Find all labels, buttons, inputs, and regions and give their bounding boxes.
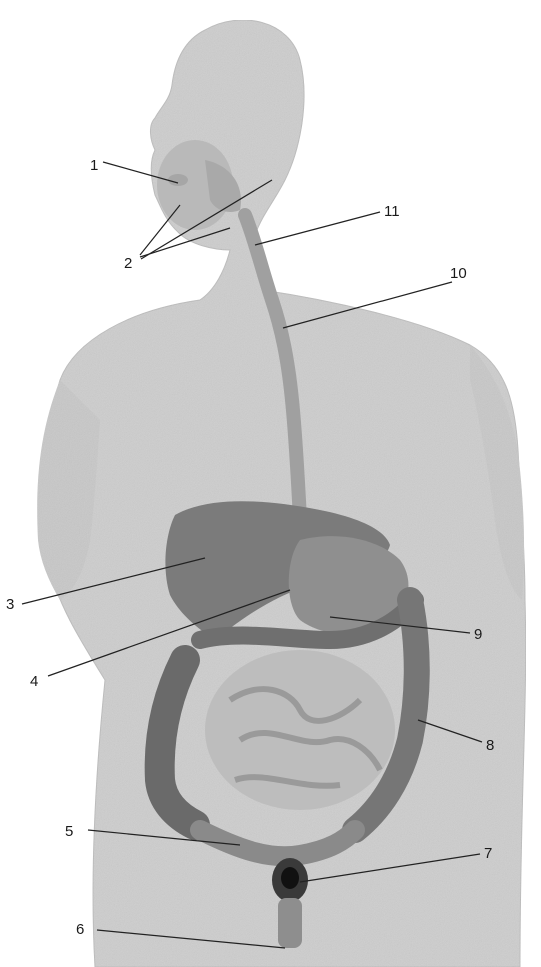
small-intestine — [205, 650, 395, 810]
label-8: 8 — [486, 737, 494, 754]
label-1: 1 — [90, 157, 98, 174]
label-3: 3 — [6, 596, 14, 613]
label-2: 2 — [124, 255, 132, 272]
label-11: 11 — [384, 203, 400, 220]
label-6: 6 — [76, 921, 84, 938]
label-9: 9 — [474, 626, 482, 643]
leader-11 — [255, 212, 380, 245]
label-5: 5 — [65, 823, 73, 840]
label-7: 7 — [484, 845, 492, 862]
label-10: 10 — [450, 265, 467, 282]
label-4: 4 — [30, 673, 38, 690]
body-silhouette — [37, 20, 525, 967]
